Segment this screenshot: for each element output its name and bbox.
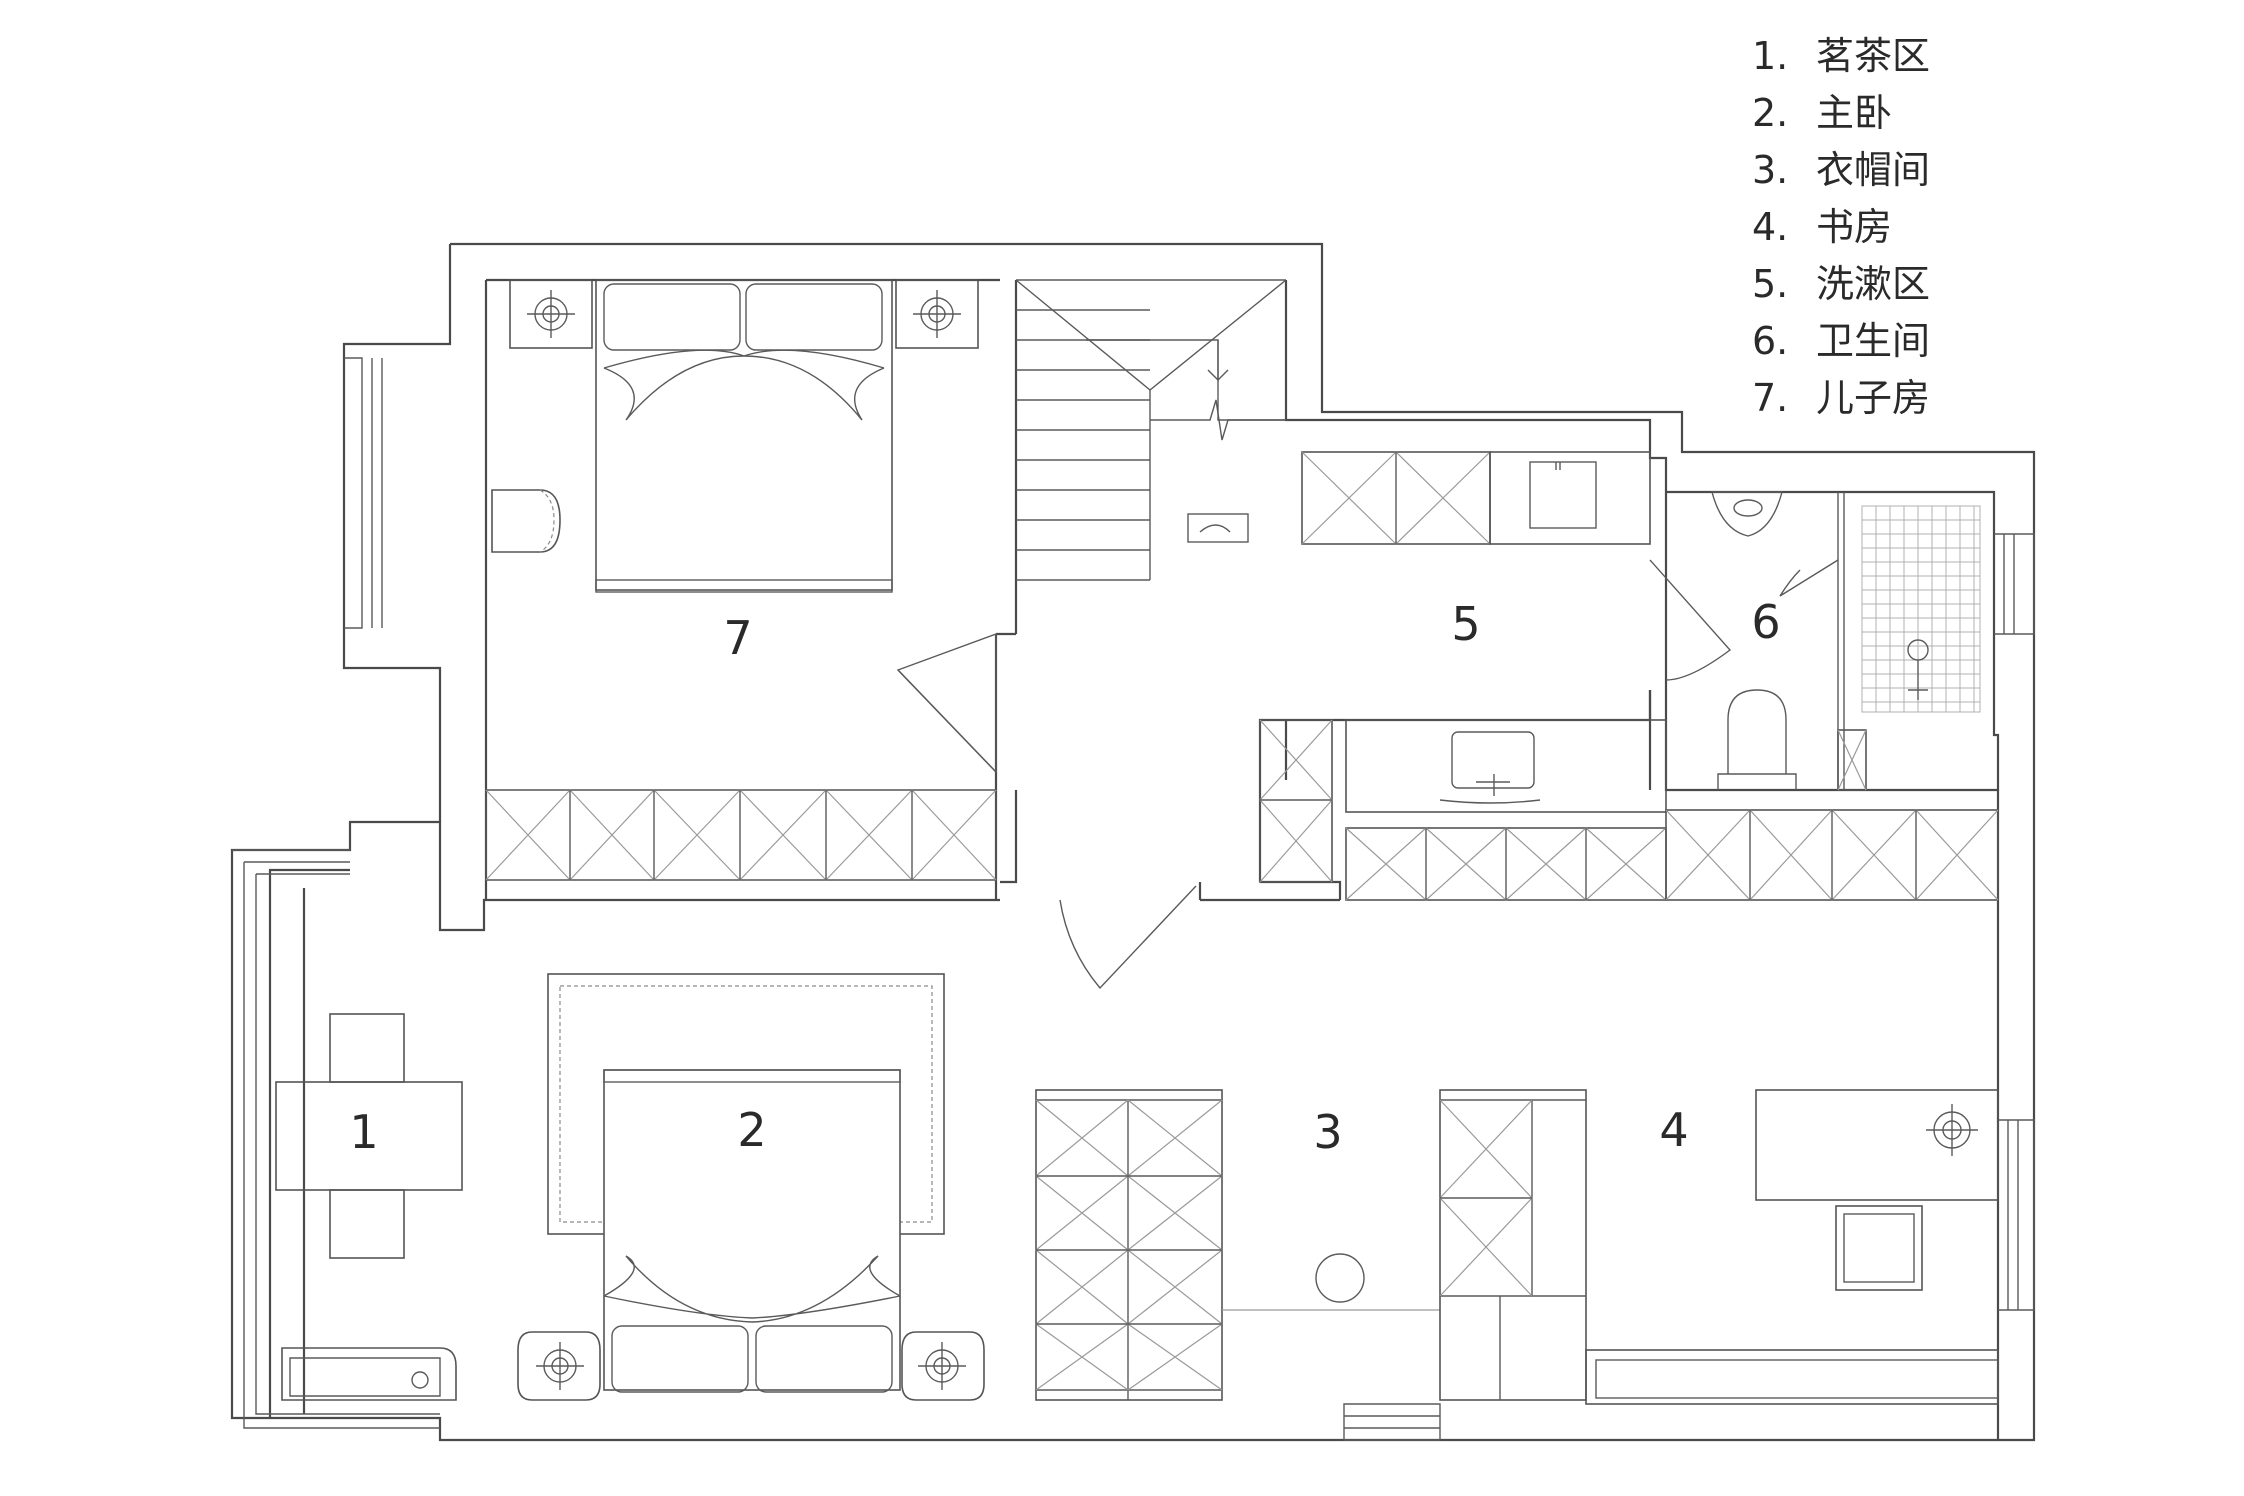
room-6-furniture — [1711, 491, 1981, 791]
window-right-upper — [1994, 533, 2035, 635]
legend-number: 4. — [1752, 205, 1789, 249]
room-3-furniture — [1035, 1089, 1587, 1401]
balcony-rail-upper — [344, 357, 383, 629]
doors — [896, 492, 1845, 990]
legend-label: 衣帽间 — [1816, 148, 1931, 192]
balcony-rail-lower — [232, 849, 440, 1429]
legend-label: 主卧 — [1816, 91, 1893, 135]
room-number-6: 6 — [1751, 595, 1780, 649]
room-number-1: 1 — [349, 1105, 378, 1159]
room-4-furniture — [1585, 1089, 1999, 1405]
legend-label: 书房 — [1816, 205, 1893, 249]
legend-item: 1. 茗茶区 — [1752, 28, 1930, 85]
room-5-furniture — [1259, 451, 1999, 901]
room-labels: 1 2 3 4 5 6 7 — [349, 595, 1780, 1159]
window-right-lower — [1998, 1119, 2035, 1311]
room-2-furniture — [517, 973, 985, 1401]
room-number-3: 3 — [1313, 1105, 1342, 1159]
legend-number: 1. — [1752, 34, 1789, 78]
legend-item: 6. 卫生间 — [1752, 313, 1930, 370]
legend-label: 洗漱区 — [1816, 262, 1931, 306]
room-number-2: 2 — [737, 1103, 766, 1157]
legend-item: 2. 主卧 — [1752, 85, 1930, 142]
legend-item: 7. 儿子房 — [1752, 370, 1930, 427]
window-bottom — [1343, 1403, 1441, 1441]
legend-number: 2. — [1752, 91, 1789, 135]
room-number-7: 7 — [723, 611, 752, 665]
legend-label: 卫生间 — [1816, 319, 1931, 363]
legend-label: 儿子房 — [1816, 376, 1931, 420]
room-1-furniture — [275, 1013, 463, 1401]
legend-item: 4. 书房 — [1752, 199, 1930, 256]
room-number-5: 5 — [1451, 597, 1480, 651]
staircase — [1015, 279, 1287, 581]
legend-number: 5. — [1752, 262, 1789, 306]
legend-item: 5. 洗漱区 — [1752, 256, 1930, 313]
room-number-4: 4 — [1659, 1103, 1688, 1157]
legend-number: 7. — [1752, 376, 1789, 420]
legend-label: 茗茶区 — [1816, 34, 1931, 78]
room-legend: 1. 茗茶区 2. 主卧 3. 衣帽间 4. 书房 5. 洗漱区 6. 卫生间 7. 儿子房 — [1752, 28, 1930, 427]
legend-number: 3. — [1752, 148, 1789, 192]
legend-item: 3. 衣帽间 — [1752, 142, 1930, 199]
legend-number: 6. — [1752, 319, 1789, 363]
room-7-furniture — [485, 279, 997, 881]
